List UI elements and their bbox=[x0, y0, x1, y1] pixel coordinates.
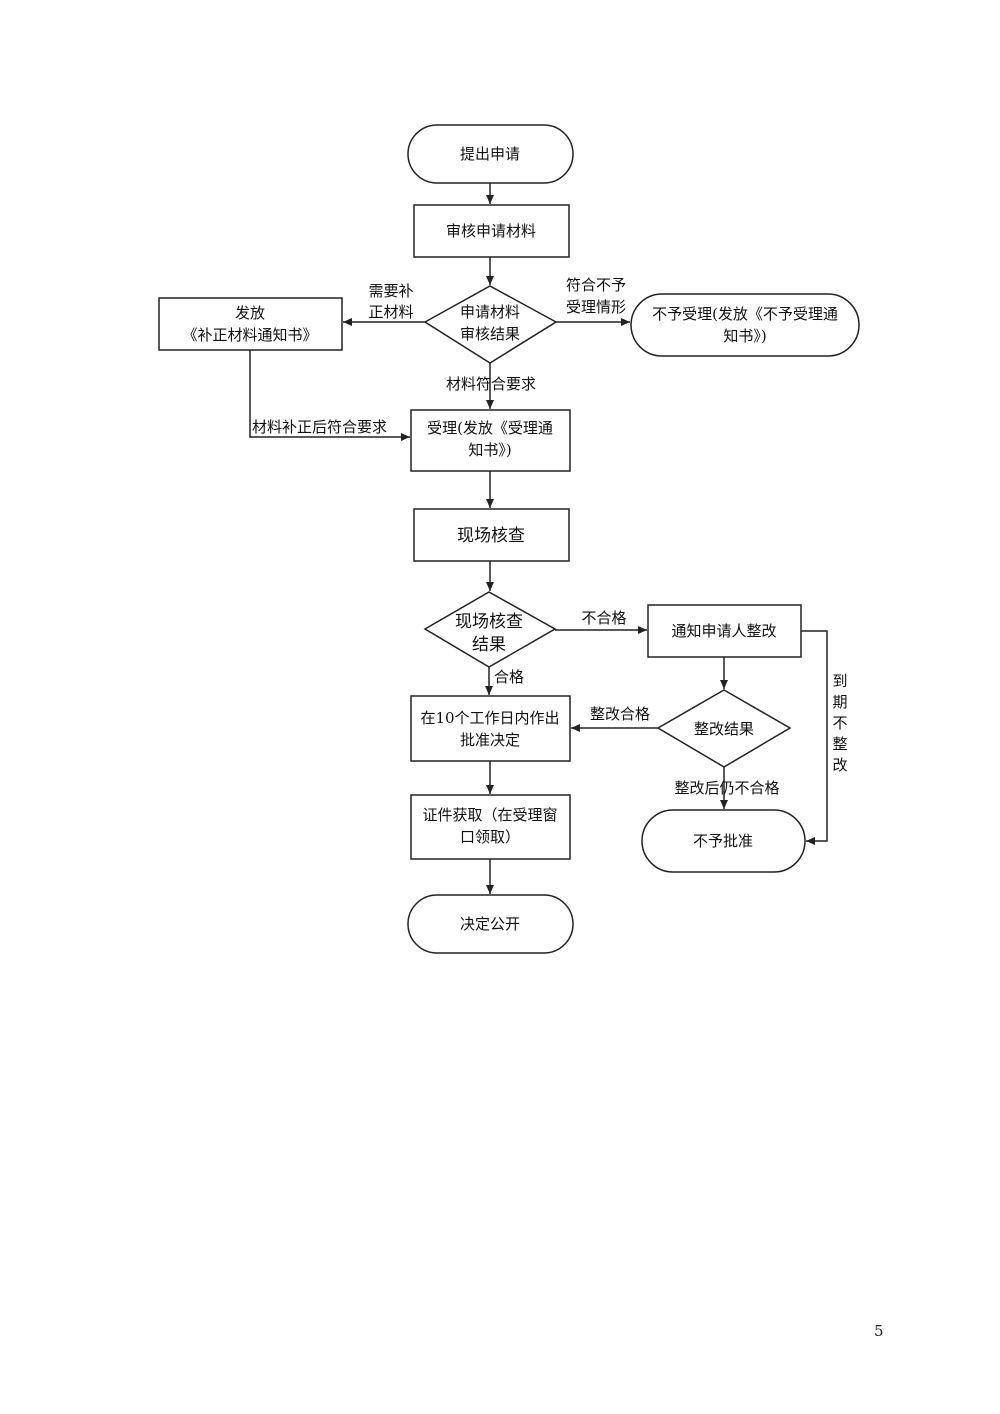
label-accept-1: 受理(发放《受理通 bbox=[427, 419, 553, 437]
node-decision bbox=[410, 695, 571, 762]
label-decision-2: 批准决定 bbox=[460, 731, 520, 749]
label-site-inspection: 现场核查 bbox=[457, 526, 525, 546]
node-not-approved bbox=[641, 809, 806, 873]
label-decision-1: 在10个工作日内作出 bbox=[420, 709, 559, 727]
edge-label-need-supplement-2: 正材料 bbox=[368, 303, 413, 321]
edge-label-overdue-4: 整 bbox=[832, 735, 847, 753]
label-review-result-2: 审核结果 bbox=[460, 325, 520, 343]
edge-label-supplement-ok: 材料补正后符合要求 bbox=[252, 418, 387, 436]
label-review-result-1: 申请材料 bbox=[460, 303, 520, 321]
edge-label-need-supplement-1: 需要补 bbox=[368, 282, 413, 300]
edge-label-overdue-5: 改 bbox=[832, 756, 847, 774]
node-accept bbox=[410, 409, 571, 472]
node-review-materials bbox=[413, 204, 570, 258]
label-certificate-2: 口领取） bbox=[460, 828, 520, 846]
label-accept-2: 知书》) bbox=[468, 441, 511, 459]
label-review-materials: 审核申请材料 bbox=[446, 222, 536, 240]
label-reject-accept-2: 知书》) bbox=[723, 327, 766, 345]
node-publish bbox=[407, 894, 574, 954]
label-publish: 决定公开 bbox=[460, 915, 520, 933]
label-inspection-result-2: 结果 bbox=[472, 635, 506, 655]
label-not-approved: 不予批准 bbox=[693, 832, 753, 850]
edge-label-rectify-still-fail: 整改后仍不合格 bbox=[674, 779, 779, 797]
label-inspection-result-1: 现场核查 bbox=[455, 612, 523, 632]
label-certificate-1: 证件获取（在受理窗 bbox=[422, 806, 557, 824]
page-number: 5 bbox=[874, 1322, 884, 1340]
label-rectify-result: 整改结果 bbox=[694, 720, 754, 738]
label-submit: 提出申请 bbox=[460, 145, 520, 163]
label-reject-accept-1: 不予受理(发放《不予受理通 bbox=[652, 305, 838, 323]
edge-label-meets-reject-1: 符合不予 bbox=[566, 276, 626, 294]
node-certificate bbox=[410, 794, 571, 860]
label-notify-rectify: 通知申请人整改 bbox=[671, 622, 776, 640]
edge-label-meets-reject-2: 受理情形 bbox=[566, 298, 626, 316]
edge-label-materials-ok: 材料符合要求 bbox=[446, 375, 536, 393]
node-notify-rectify bbox=[647, 604, 802, 658]
edge-label-rectify-ok: 整改合格 bbox=[590, 705, 650, 723]
edge-label-unqualified: 不合格 bbox=[581, 609, 626, 627]
edge-supplement-to-accept bbox=[249, 350, 410, 441]
edge-label-overdue-1: 到 bbox=[832, 672, 847, 690]
edge-overdue bbox=[801, 630, 828, 845]
label-issue-supplement-1: 发放 bbox=[235, 304, 265, 322]
label-issue-supplement-2: 《补正材料通知书》 bbox=[182, 326, 317, 344]
edge-label-overdue-2: 期 bbox=[832, 693, 847, 711]
node-site-inspection bbox=[413, 508, 570, 562]
edge-label-qualified: 合格 bbox=[494, 668, 524, 686]
edge-label-overdue-3: 不 bbox=[832, 714, 847, 732]
node-reject-accept bbox=[630, 293, 860, 357]
